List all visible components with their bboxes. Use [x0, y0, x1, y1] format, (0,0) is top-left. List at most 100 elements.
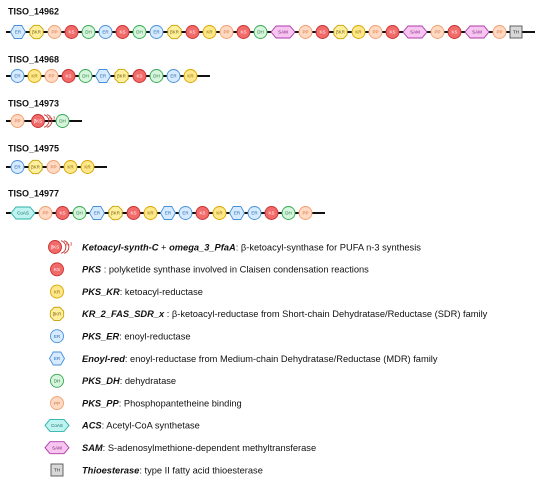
domain-er: ER: [149, 25, 164, 39]
domain-label: KS: [130, 211, 136, 216]
domain-label: ER: [153, 30, 160, 35]
domain-label: βKR: [117, 74, 127, 79]
domain-er: ER: [247, 206, 262, 220]
domain-pp: PP: [368, 25, 383, 39]
legend-item-dh: DH PKS_DH: dehydratase: [50, 373, 176, 388]
legend-description: : type II fatty acid thioesterase: [139, 465, 263, 475]
domain-label: PP: [54, 401, 60, 406]
domain-kr: KR: [183, 69, 198, 83]
domain-label: KS: [451, 30, 457, 35]
gene-title: TISO_14962: [8, 6, 59, 16]
domain-label: βKR: [32, 30, 42, 35]
domain-label: ER: [15, 30, 22, 35]
domain-label: DH: [153, 74, 160, 79]
domain-label: βKR: [111, 211, 121, 216]
domain-bkr: βKR: [108, 205, 123, 221]
domain-coas: CoAS: [10, 206, 36, 220]
domain-label: PP: [372, 30, 378, 35]
domain-kr: KR: [143, 206, 158, 220]
domain-label: ER: [182, 211, 189, 216]
domain-erh: ER: [94, 69, 112, 83]
legend-text: SAM: S-adenosylmethione-dependent methyl…: [82, 443, 316, 453]
domain-pp: PP: [298, 206, 313, 220]
n3-superscript: n-3: [66, 242, 73, 247]
legend-term: PKS_DH: [82, 376, 120, 386]
legend-symbol: βKR: [49, 306, 65, 321]
domain-dh: DH: [55, 114, 70, 128]
domain-ks: KS: [64, 25, 79, 39]
domain-pp: PP: [298, 25, 313, 39]
legend-symbol: KS: [50, 262, 64, 277]
domain-label: DH: [136, 30, 143, 35]
legend-text: PKS_DH: dehydratase: [82, 376, 176, 386]
domain-label: KR: [31, 74, 38, 79]
domain-label: ER: [94, 211, 101, 216]
domain-kr: KR: [63, 160, 78, 174]
domain-erh: ER: [88, 206, 106, 220]
domain-ks: KS: [315, 25, 330, 39]
legend-term: Ketoacyl-synth-C: [82, 242, 159, 252]
domain-label: KS: [389, 30, 395, 35]
legend-item-coas: CoAS ACS: Acetyl-CoA synthetase: [44, 418, 200, 432]
legend-term: SAM: [82, 443, 103, 453]
domain-label: PP: [42, 211, 48, 216]
domain-label: KS: [54, 267, 60, 272]
domain-label: KR: [206, 30, 213, 35]
legend-term: Thioesterase: [82, 465, 139, 475]
legend-text: Enoyl-red: enoyl-reductase from Medium-c…: [82, 354, 438, 364]
domain-dh: DH: [149, 69, 164, 83]
domain-label: ER: [102, 30, 109, 35]
domain-label: DH: [59, 119, 66, 124]
legend-term: PKS: [82, 265, 102, 275]
legend-description: : ketoacyl-reductase: [120, 287, 203, 297]
domain-label: PP: [496, 30, 502, 35]
domain-kr: KR: [80, 160, 95, 174]
domain-label: PP: [302, 211, 308, 216]
domain-bkr: βKR: [29, 24, 44, 40]
domain-label: ER: [170, 74, 177, 79]
domain-label: KS: [136, 74, 142, 79]
domain-label: DH: [85, 30, 92, 35]
domain-bkr: βKR: [167, 24, 182, 40]
legend-description: : Phosphopantetheine binding: [119, 398, 242, 408]
domain-label: βKR: [53, 312, 63, 317]
domain-sam: SAM: [270, 25, 296, 39]
legend-text: ACS: Acetyl-CoA synthetase: [81, 421, 200, 431]
domain-pp: PP: [492, 25, 507, 39]
domain-ks: KS: [385, 25, 400, 39]
domain-kr: KR: [202, 25, 217, 39]
domain-dh: DH: [81, 25, 96, 39]
gene-title: TISO_14968: [8, 54, 59, 64]
domain-label: KR: [147, 211, 154, 216]
domain-bkr: βKR: [333, 24, 348, 40]
legend-symbol: SAM: [44, 441, 70, 455]
domain-label: KR: [84, 165, 91, 170]
domain-label: βKR: [170, 30, 180, 35]
legend-description: : S-adenosylmethione-dependent methyltra…: [103, 443, 316, 453]
gene-title: TISO_14973: [8, 98, 59, 108]
domain-label: PP: [302, 30, 308, 35]
legend-term-2: omega_3_PfaA: [169, 242, 236, 252]
domain-ks: KS: [236, 25, 251, 39]
legend-symbol: PP: [50, 396, 64, 411]
domain-label: ER: [14, 74, 21, 79]
domain-er: ER: [10, 160, 25, 174]
domain-label: DH: [285, 211, 292, 216]
domain-er: ER: [98, 25, 113, 39]
legend-text: KR_2_FAS_SDR_x : β-ketoacyl-reductase fr…: [82, 309, 488, 319]
domain-pp: PP: [10, 114, 25, 128]
legend-text: Ketoacyl-synth-C + omega_3_PfaA: β-ketoa…: [82, 242, 421, 252]
domain-label: KR: [355, 30, 362, 35]
domain-sam: SAM: [402, 25, 428, 39]
domain-label: CoAS: [51, 423, 63, 428]
domain-label: DH: [76, 211, 83, 216]
domain-pp: PP: [38, 206, 53, 220]
legend-symbol: DH: [50, 373, 64, 388]
legend-item-bkr: βKR KR_2_FAS_SDR_x : β-ketoacyl-reductase…: [49, 306, 488, 321]
domain-label: PP: [51, 30, 57, 35]
